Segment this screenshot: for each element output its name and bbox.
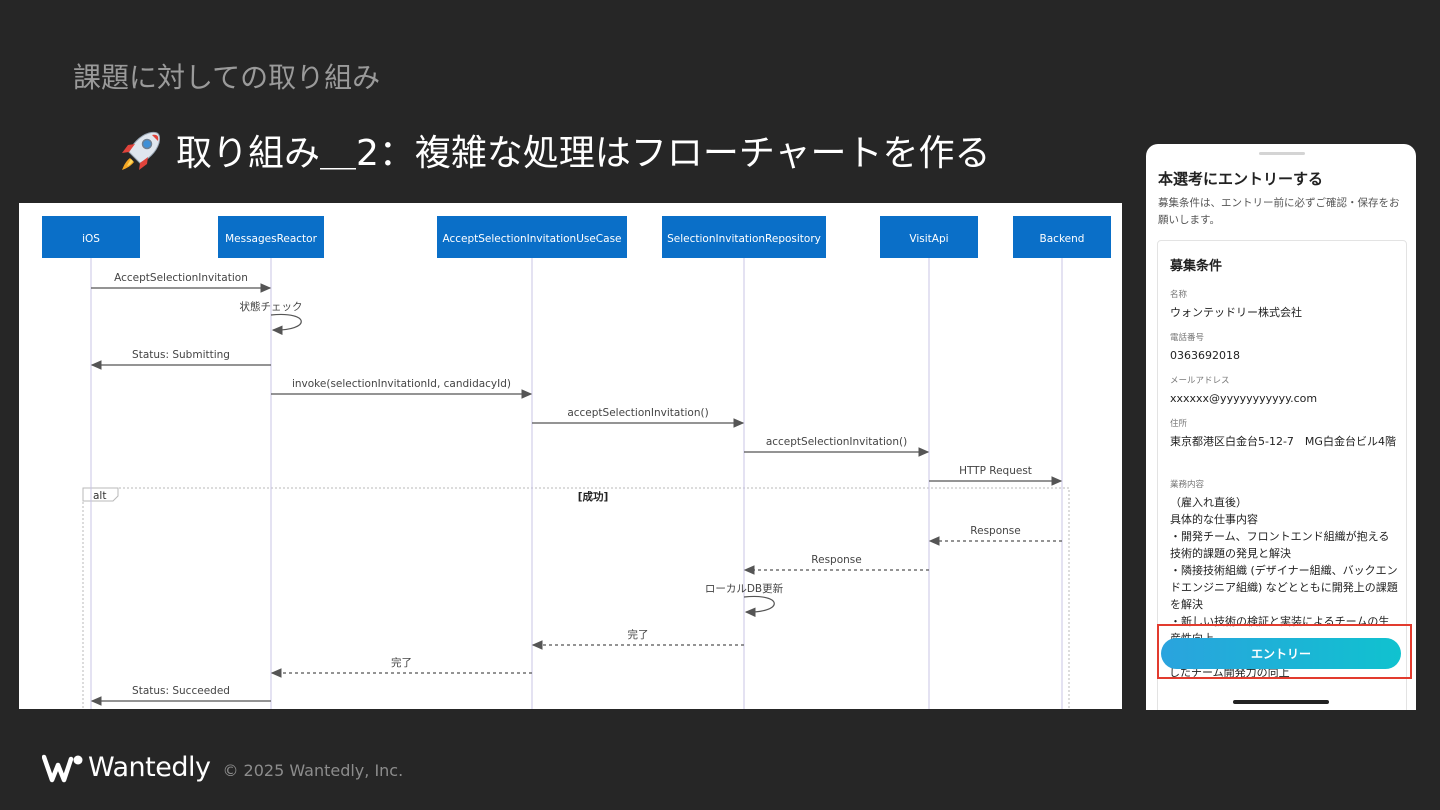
wantedly-mark-icon [42,754,83,782]
participant-box [662,216,826,258]
field-company-name: 名称 ウォンテッドリー株式会社 [1170,289,1398,321]
logo-wordmark: Wantedly [88,752,211,783]
home-indicator [1233,700,1329,704]
field-job-description: 業務内容 （雇入れ直後） 具体的な仕事内容 ・開発チーム、フロントエンド組織が抱… [1170,479,1398,647]
message-label: HTTP Request [959,465,1032,477]
participant-box [880,216,978,258]
field-value: 東京都港区白金台5-12-7 MG白金台ビル4階 [1170,435,1396,448]
participant-label: SelectionInvitationRepository [667,233,821,245]
wantedly-logo: Wantedly © 2025 Wantedly, Inc. [42,752,403,783]
field-label: メールアドレス [1170,376,1230,386]
message-label: invoke(selectionInvitationId, candidacyI… [292,378,511,390]
job-description-continued: したチーム開発力の向上 [1169,666,1290,679]
card-title: 募集条件 [1170,259,1223,274]
participant-label: Backend [1040,233,1085,245]
message-label: AcceptSelectionInvitation [114,272,248,284]
section-title: 課題に対しての取り組み [73,61,381,94]
message-label: 完了 [628,628,649,641]
entry-button-highlight [1157,624,1412,679]
rocket-icon [122,131,161,170]
message-label: acceptSelectionInvitation() [766,436,907,448]
field-value: ウォンテッドリー株式会社 [1170,306,1302,319]
field-label: 業務内容 [1170,480,1205,490]
participant-label: AcceptSelectionInvitationUseCase [442,233,621,245]
phone-entry-screen: 本選考にエントリーする 募集条件は、エントリー前に必ずご確認・保存をお願いします… [1146,144,1416,710]
field-value: xxxxxx@yyyyyyyyyyy.com [1170,392,1318,405]
entry-button[interactable]: エントリー [1161,638,1401,669]
participant-box [1013,216,1111,258]
message-label: Response [970,525,1020,537]
field-phone-number: 電話番号 0363692018 [1170,332,1398,364]
participant-label: MessagesReactor [225,233,318,245]
heading-text: 取り組み＿2：複雑な処理はフローチャートを作る [176,133,991,174]
slide-heading: 取り組み＿2：複雑な処理はフローチャートを作る [116,124,991,176]
field-address: 住所 東京都港区白金台5-12-7 MG白金台ビル4階 [1170,418,1398,450]
sheet-grabber[interactable] [1259,152,1305,155]
participant-box [437,216,627,258]
message-label: Status: Submitting [132,349,230,361]
message-label: 完了 [391,656,412,669]
message-label: acceptSelectionInvitation() [567,407,708,419]
participant-box [218,216,324,258]
field-label: 電話番号 [1170,333,1205,343]
message-label: 状態チェック [240,300,303,313]
field-label: 住所 [1170,419,1188,429]
participant-label: iOS [82,233,100,245]
alt-fragment-tag-box [82,487,119,502]
self-message-arrow [743,595,775,618]
message-label: ローカルDB更新 [705,582,784,595]
self-message-arrow [270,313,302,336]
alt-fragment-frame [82,487,1070,709]
message-label: Status: Succeeded [132,685,230,697]
alt-fragment-condition: [成功] [578,490,609,503]
sheet-title: 本選考にエントリーする [1158,170,1324,188]
field-value: 0363692018 [1170,349,1240,362]
copyright: © 2025 Wantedly, Inc. [222,761,404,780]
field-email: メールアドレス xxxxxx@yyyyyyyyyyy.com [1170,375,1398,407]
message-label: Response [811,554,861,566]
alt-fragment-tag: alt [93,490,106,502]
participant-box [42,216,140,258]
field-label: 名称 [1170,290,1188,300]
participant-label: VisitApi [909,233,948,245]
sheet-note: 募集条件は、エントリー前に必ずご確認・保存をお願いします。 [1158,197,1400,226]
